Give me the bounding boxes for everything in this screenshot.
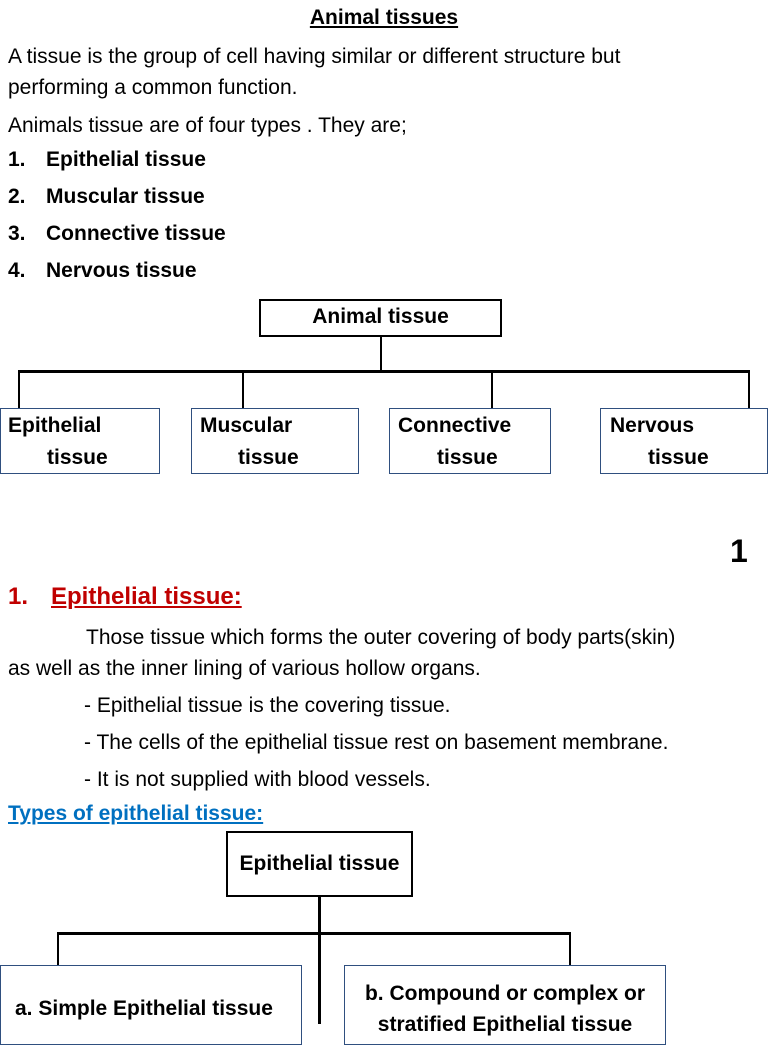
connector-line: [748, 370, 750, 410]
box-label-line-1: Nervous: [610, 414, 695, 437]
intro-line-1: A tissue is the group of cell having sim…: [8, 45, 621, 68]
list-item-label: Epithelial tissue: [46, 148, 206, 171]
diagram-child-box: Nervous tissue: [600, 408, 768, 474]
page-number: 1: [730, 533, 748, 569]
box-label-line-2: stratified Epithelial tissue: [377, 1013, 633, 1036]
connector-line: [569, 932, 571, 966]
diagram-root-box: Epithelial tissue: [226, 831, 413, 897]
box-label-line-1: Muscular: [200, 414, 293, 437]
list-item: 2. Muscular tissue: [8, 185, 205, 209]
diagram-root-box: Animal tissue: [259, 299, 502, 337]
list-item-label: Nervous tissue: [46, 259, 197, 282]
connector-line: [18, 370, 750, 373]
bullet-item: - It is not supplied with blood vessels.: [84, 768, 431, 791]
connector-line: [18, 370, 20, 410]
connector-line: [491, 370, 493, 410]
list-item: 3. Connective tissue: [8, 222, 226, 246]
list-item-label: Connective tissue: [46, 222, 226, 245]
intro-line-2: performing a common function.: [8, 76, 298, 99]
list-item-label: Muscular tissue: [46, 185, 205, 208]
box-label-line-1: Connective: [398, 414, 512, 437]
box-label-line-2: tissue: [437, 446, 498, 469]
list-item-number: 1.: [8, 148, 26, 171]
connector-line: [242, 370, 244, 410]
section-desc-line-1: Those tissue which forms the outer cover…: [86, 626, 676, 649]
list-item: 4. Nervous tissue: [8, 259, 197, 283]
connector-line: [57, 932, 571, 935]
box-label-line-2: tissue: [238, 446, 299, 469]
box-label-line-2: tissue: [47, 446, 108, 469]
types-intro: Animals tissue are of four types . They …: [8, 114, 407, 137]
box-label-line-2: tissue: [648, 446, 709, 469]
connector-line: [57, 932, 59, 966]
list-item-number: 2.: [8, 185, 26, 208]
box-label-line-1: Epithelial: [8, 414, 102, 437]
list-item-number: 3.: [8, 222, 26, 245]
bullet-item: - Epithelial tissue is the covering tiss…: [84, 694, 451, 717]
bullet-item: - The cells of the epithelial tissue res…: [84, 731, 669, 754]
list-item: 1. Epithelial tissue: [8, 148, 206, 172]
section-number: 1.: [8, 583, 29, 610]
section-title: Epithelial tissue:: [51, 583, 242, 610]
section-heading: 1. Epithelial tissue:: [8, 583, 242, 611]
diagram-child-box: Connective tissue: [389, 408, 551, 474]
connector-line: [318, 897, 321, 1024]
connector-line: [380, 337, 382, 372]
diagram-child-box: Epithelial tissue: [0, 408, 160, 474]
box-label-line-1: b. Compound or complex or: [364, 982, 645, 1005]
diagram-child-box: b. Compound or complex or stratified Epi…: [344, 965, 666, 1045]
box-label: a. Simple Epithelial tissue: [15, 997, 273, 1020]
section-desc-line-2: as well as the inner lining of various h…: [8, 657, 481, 680]
diagram-child-box: a. Simple Epithelial tissue: [0, 965, 302, 1045]
diagram-child-box: Muscular tissue: [191, 408, 359, 474]
list-item-number: 4.: [8, 259, 26, 282]
page-title: Animal tissues: [309, 6, 459, 29]
types-heading: Types of epithelial tissue:: [8, 802, 264, 825]
